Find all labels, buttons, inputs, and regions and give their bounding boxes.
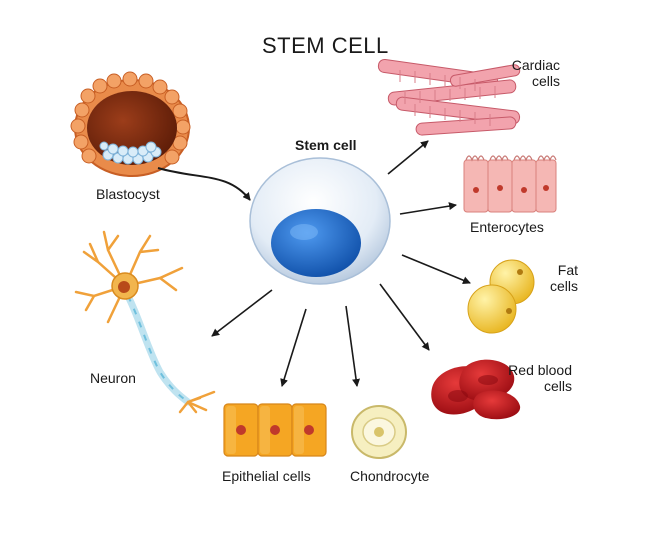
arrow-to-enterocytes (399, 202, 457, 215)
neuron-label: Neuron (90, 370, 136, 386)
enterocytes-illustration (463, 155, 557, 213)
fat-cells-illustration (467, 259, 535, 334)
arrow-to-epithelial (280, 308, 307, 387)
arrow-to-chondrocyte (345, 305, 361, 387)
arrow-to-neuron (211, 289, 273, 337)
arrow-to-fat (401, 254, 471, 285)
fat-label-line-1: Fat (557, 262, 578, 278)
arrow-to-rbc (379, 283, 430, 351)
blastocyst-illustration (70, 71, 191, 177)
cardiac-label-line-2: cells (531, 73, 560, 89)
diagram-title: STEM CELL (262, 33, 389, 58)
blastocyst-label: Blastocyst (96, 186, 160, 202)
cardiac-label-line-1: Cardiac (511, 57, 560, 73)
chondrocyte-illustration (351, 405, 407, 459)
neuron-illustration (74, 230, 216, 414)
enterocytes-label: Enterocytes (470, 219, 544, 235)
red-blood-cells-illustration (431, 359, 521, 420)
stem-cell-illustration (249, 157, 391, 285)
rbc-label-line-2: cells (543, 378, 572, 394)
chondrocyte-label: Chondrocyte (350, 468, 430, 484)
epithelial-cells-illustration (223, 403, 327, 457)
arrow-to-cardiac (387, 140, 429, 175)
fat-label-line-2: cells (549, 278, 578, 294)
arrows (211, 140, 471, 387)
rbc-label-line-1: Red blood (508, 362, 572, 378)
arrow-blastocyst-to-stem (157, 167, 251, 201)
stem-cell-label: Stem cell (295, 137, 357, 153)
cardiac-cells-illustration (377, 58, 521, 136)
epithelial-label: Epithelial cells (222, 468, 311, 484)
